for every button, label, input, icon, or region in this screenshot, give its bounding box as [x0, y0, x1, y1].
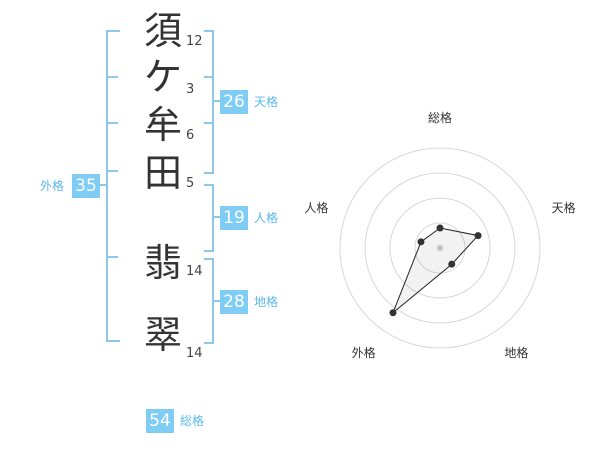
tenkaku-label: 天格: [254, 95, 279, 109]
name-char-6: 翠: [143, 313, 182, 357]
name-char-5: 翡: [143, 241, 182, 285]
soukaku-label: 総格: [180, 414, 205, 428]
gaikaku-value: 35: [72, 174, 100, 198]
jinkaku-bracket: [204, 184, 214, 252]
stroke-count-3: 6: [186, 128, 195, 143]
stroke-count-2: 3: [186, 82, 195, 97]
radar-ring-1: [414, 222, 466, 274]
name-char-1: 須: [143, 9, 182, 53]
radar-ring-2: [389, 197, 491, 299]
stroke-count-6: 14: [186, 346, 203, 361]
radar-ring-3: [364, 172, 516, 324]
gaikaku-connector: [100, 184, 106, 186]
radar-axis-label-1: 総格: [428, 110, 452, 125]
radar-axis-label-4: 外格: [352, 345, 376, 360]
gaikaku-tick-3: [106, 170, 118, 172]
radar-point-1: [436, 224, 444, 232]
chikaku-bracket: [204, 258, 214, 344]
radar-ring-4: [339, 147, 541, 349]
jinkaku-label: 人格: [254, 211, 279, 225]
chikaku-value: 28: [220, 290, 248, 314]
radar-axis-label-5: 人格: [304, 200, 328, 215]
name-char-4: 田: [143, 151, 182, 195]
radar-axis-label-2: 天格: [552, 200, 576, 215]
tenkaku-tick-2: [204, 122, 212, 124]
gaikaku-bracket: [106, 30, 120, 342]
chikaku-connector: [214, 300, 220, 302]
radar-axis-label-3: 地格: [504, 345, 528, 360]
tenkaku-connector: [214, 100, 220, 102]
jinkaku-connector: [214, 216, 220, 218]
stroke-count-1: 12: [186, 34, 203, 49]
stroke-count-4: 5: [186, 176, 195, 191]
radar-point-2: [474, 232, 482, 240]
radar-rings: [339, 147, 541, 349]
radar-center: [437, 245, 443, 251]
stroke-count-5: 14: [186, 264, 203, 279]
radar-point-5: [417, 238, 425, 246]
tenkaku-value: 26: [220, 90, 248, 114]
radar-point-4: [389, 309, 397, 317]
name-char-2: ケ: [143, 55, 182, 99]
gaikaku-tick-4: [106, 256, 118, 258]
name-char-3: 牟: [143, 103, 182, 147]
soukaku-value: 54: [146, 409, 174, 433]
radar-point-3: [448, 260, 456, 268]
tenkaku-tick-1: [204, 76, 212, 78]
radar-polygon: [392, 227, 479, 314]
gaikaku-label: 外格: [40, 179, 65, 193]
gaikaku-tick-1: [106, 76, 118, 78]
tenkaku-bracket: [204, 30, 214, 174]
jinkaku-value: 19: [220, 206, 248, 230]
chikaku-label: 地格: [254, 295, 279, 309]
gaikaku-tick-2: [106, 122, 118, 124]
